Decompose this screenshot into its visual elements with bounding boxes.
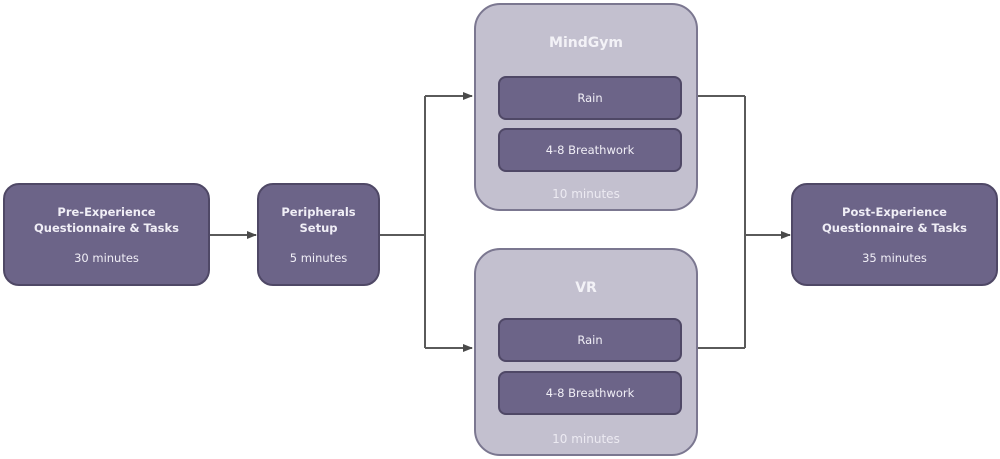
mindgym-item-rain: Rain bbox=[498, 76, 682, 120]
pre-experience-title-1: Pre-Experience bbox=[57, 204, 156, 219]
mindgym-title: MindGym bbox=[549, 35, 623, 51]
peripherals-title-1: Peripherals bbox=[281, 204, 356, 219]
pre-experience-duration: 30 minutes bbox=[74, 250, 139, 265]
vr-item-rain: Rain bbox=[498, 318, 682, 362]
pre-experience-step: Pre-Experience Questionnaire & Tasks 30 … bbox=[3, 183, 210, 286]
mindgym-item-breathwork: 4-8 Breathwork bbox=[498, 128, 682, 172]
pre-experience-title-2: Questionnaire & Tasks bbox=[34, 220, 179, 235]
peripherals-duration: 5 minutes bbox=[289, 250, 348, 265]
post-experience-step: Post-Experience Questionnaire & Tasks 35… bbox=[791, 183, 998, 286]
vr-condition: VR Rain 4-8 Breathwork 10 minutes bbox=[474, 248, 698, 456]
vr-title: VR bbox=[575, 280, 597, 296]
peripherals-setup-step: Peripherals Setup 5 minutes bbox=[257, 183, 380, 286]
vr-item-breathwork: 4-8 Breathwork bbox=[498, 371, 682, 415]
post-experience-title-1: Post-Experience bbox=[842, 204, 947, 219]
post-experience-title-2: Questionnaire & Tasks bbox=[822, 220, 967, 235]
peripherals-title-2: Setup bbox=[299, 220, 338, 235]
vr-duration: 10 minutes bbox=[552, 432, 620, 446]
post-experience-duration: 35 minutes bbox=[862, 250, 927, 265]
mindgym-condition: MindGym Rain 4-8 Breathwork 10 minutes bbox=[474, 3, 698, 211]
mindgym-duration: 10 minutes bbox=[552, 187, 620, 201]
